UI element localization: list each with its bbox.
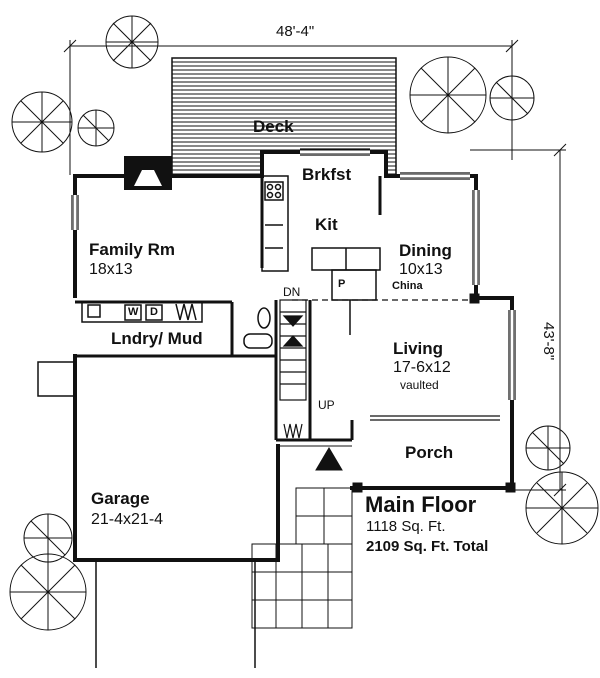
- walkway: [251, 487, 353, 629]
- total-area-unit: Sq. Ft. Total: [403, 538, 489, 555]
- room-label-living: Living: [393, 339, 444, 358]
- laundry-fixtures: [81, 301, 203, 323]
- room-label-porch: Porch: [405, 443, 454, 462]
- room-size-living: 17-6x12: [393, 359, 451, 376]
- washer-label: W: [128, 306, 139, 318]
- dryer-label: D: [150, 306, 158, 318]
- floor-area: 1118 Sq. Ft.: [366, 519, 446, 534]
- powder-room: [243, 307, 273, 349]
- floor-title: Main Floor: [365, 492, 477, 517]
- exterior-walls: [73, 150, 514, 562]
- room-label-family: Family Rm: [89, 240, 175, 259]
- width-dimension: 48'-4": [276, 23, 315, 40]
- room-label-breakfast: Brkfst: [302, 165, 352, 184]
- deck-cutout: [262, 152, 386, 178]
- stairs-up-label: UP: [318, 398, 335, 412]
- room-size-dining: 10x13: [399, 261, 443, 278]
- stairs-down-label: DN: [283, 285, 301, 299]
- room-label-kitchen: Kit: [315, 215, 338, 234]
- pantry-label: P: [338, 278, 346, 290]
- total-area-value: 2109: [366, 538, 400, 555]
- room-label-dining: Dining: [399, 241, 452, 260]
- dimension-lines: [63, 39, 567, 497]
- kitchen-counters: [261, 175, 381, 335]
- porch: [280, 293, 516, 493]
- china-label: China: [392, 280, 423, 292]
- garage-details: [37, 361, 256, 668]
- landscape-trees: [9, 15, 599, 631]
- living-note: vaulted: [400, 378, 439, 392]
- room-label-deck: Deck: [253, 117, 294, 136]
- depth-dimension: 43'-8": [540, 322, 557, 361]
- floor-area-value: 1118: [366, 518, 398, 535]
- room-size-garage: 21-4x21-4: [91, 511, 164, 528]
- floor-area-unit: Sq. Ft.: [401, 518, 446, 535]
- fireplace: [124, 156, 172, 190]
- room-label-garage: Garage: [91, 489, 150, 508]
- windows: [71, 148, 516, 421]
- room-label-laundry: Lndry/ Mud: [111, 329, 203, 348]
- stairs: [279, 299, 307, 439]
- room-size-family: 18x13: [89, 261, 133, 278]
- total-area: 2109 Sq. Ft. Total: [366, 539, 488, 554]
